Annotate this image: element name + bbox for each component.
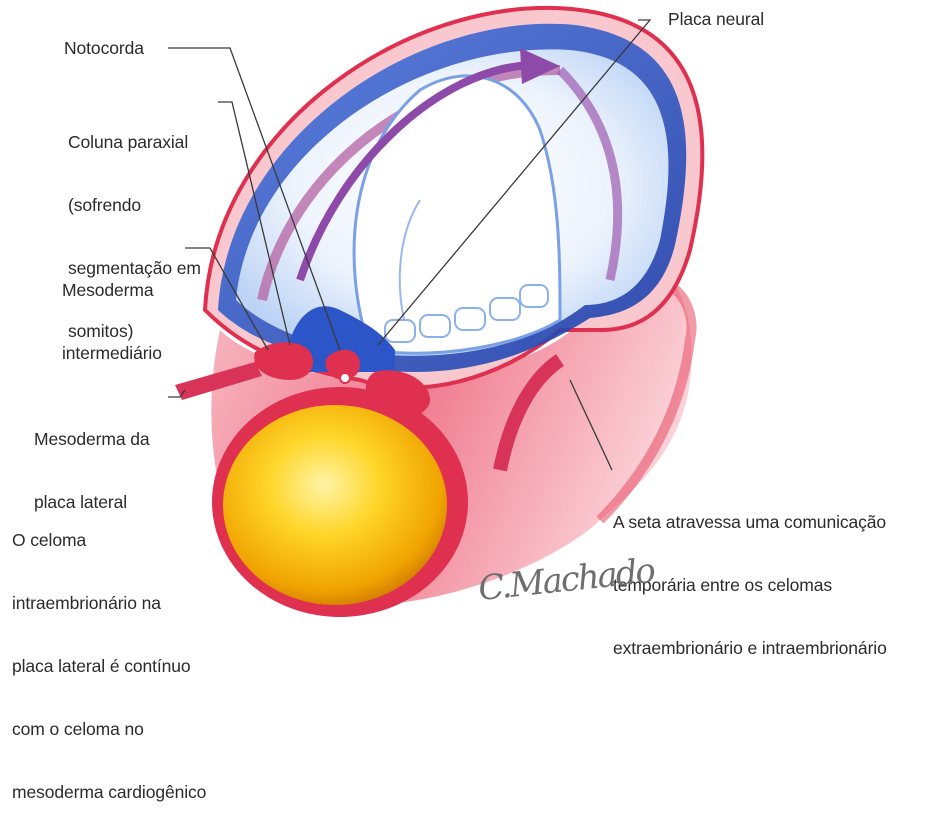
label-line: O celoma <box>12 530 206 551</box>
label-line: Mesoderma da <box>34 429 150 450</box>
yolk-sac <box>212 387 468 617</box>
label-placa-neural: Placa neural <box>668 9 764 30</box>
label-line: Mesoderma <box>62 280 162 301</box>
label-line: mesoderma cardiogênico <box>12 782 206 803</box>
label-celoma: O celoma intraembrionário na placa later… <box>12 488 206 824</box>
notochord-dot <box>340 373 350 383</box>
label-line: intraembrionário na <box>12 593 206 614</box>
label-line: intermediário <box>62 343 162 364</box>
label-mesoderma-intermediario: Mesoderma intermediário <box>62 238 162 385</box>
label-line: Coluna paraxial <box>68 132 201 153</box>
label-notocorda: Notocorda <box>64 38 144 59</box>
label-line: (sofrendo <box>68 195 201 216</box>
label-line: A seta atravessa uma comunicação <box>613 512 887 533</box>
label-line: com o celoma no <box>12 719 206 740</box>
label-line: extraembrionário e intraembrionário <box>613 638 887 659</box>
label-line: placa lateral é contínuo <box>12 656 206 677</box>
